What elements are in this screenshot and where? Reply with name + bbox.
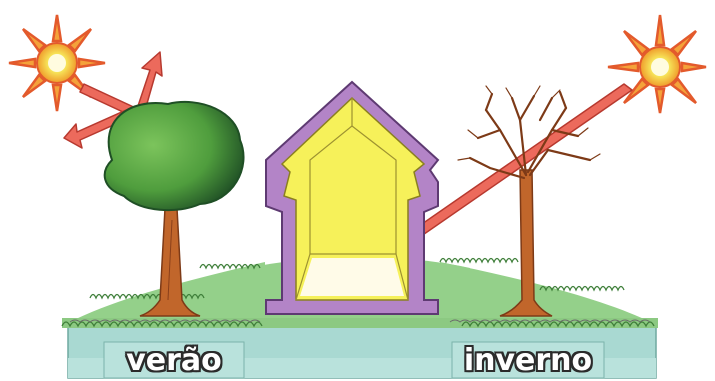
summer-label: verão <box>104 344 244 376</box>
sun-icon <box>608 15 706 113</box>
house-section <box>266 82 438 314</box>
winter-label: inverno <box>452 344 604 376</box>
